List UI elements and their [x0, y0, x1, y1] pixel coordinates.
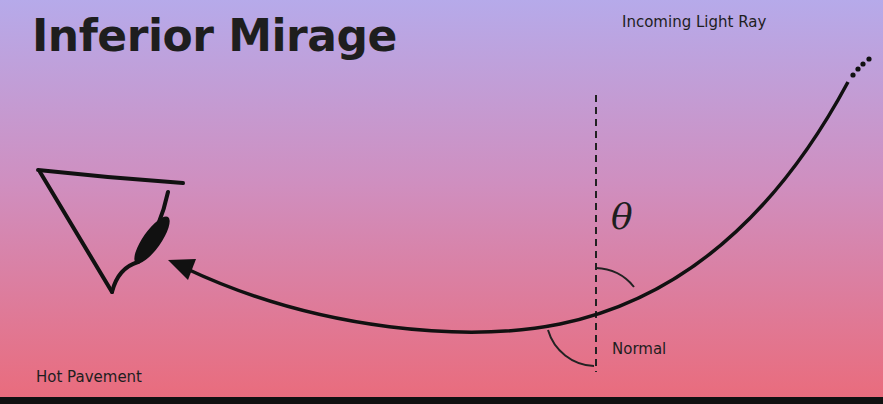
eye-iris — [129, 212, 176, 268]
light-ray — [185, 82, 848, 332]
ray-dot — [850, 72, 855, 77]
ground-label: Hot Pavement — [36, 368, 142, 386]
ray-arrowhead — [168, 259, 196, 280]
normal-line — [595, 95, 597, 372]
angle-arc — [596, 268, 634, 287]
pavement-line — [0, 397, 883, 404]
diagram-title: Inferior Mirage — [32, 10, 397, 61]
normal-label: Normal — [612, 340, 666, 358]
ray-dot — [860, 61, 865, 66]
angle-arc — [548, 330, 594, 366]
ray-dot — [855, 66, 860, 71]
ray-label: Incoming Light Ray — [622, 13, 766, 31]
angle-symbol: θ — [611, 196, 633, 237]
eye-symbol — [38, 170, 183, 292]
ray-dot — [866, 56, 871, 61]
